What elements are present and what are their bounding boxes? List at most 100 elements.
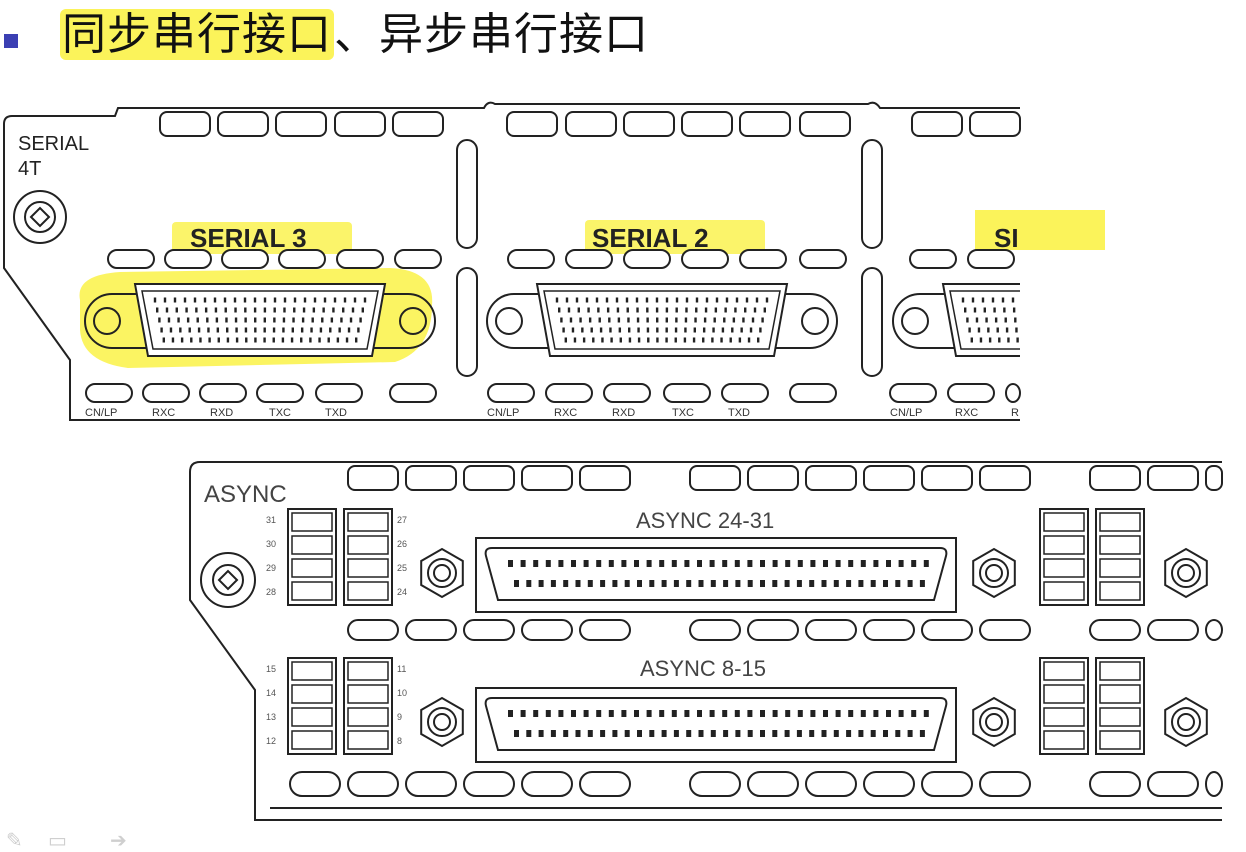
serial-top-slot [911,111,963,137]
connector-pin [747,337,751,343]
led-label-rxc-2: RXC [554,407,577,419]
serial-led-slot [603,383,651,403]
connector-pin [1033,308,1035,313]
connector-pin [1129,318,1131,323]
connector-pin [321,317,324,323]
connector-pin [1162,298,1164,303]
connector-pin [751,317,755,323]
connector-pin [1090,338,1092,343]
highlight-serial-3-label [172,222,352,254]
edit-icon[interactable]: ✎ [6,828,23,852]
serial-top-slot [506,111,558,137]
connector-pin [1145,338,1147,343]
connector-pin [1004,317,1007,323]
connector-pin [235,337,239,343]
led-label-txd: TXD [325,407,347,419]
connector-pin [703,317,707,323]
connector-pin [637,337,641,343]
connector-pin [342,307,345,313]
connector-pin [293,297,297,303]
title-bullet-icon [4,34,18,48]
connector-pin [345,337,349,343]
connector-pin [693,327,696,333]
connector-pin [724,307,727,313]
connector-pin [988,337,992,343]
connector-pin [1146,328,1148,333]
connector-hole [901,307,929,335]
connector-pin [993,307,996,313]
connector-pin [1025,328,1027,333]
connector-pin [1062,318,1064,323]
connector-pin [587,307,590,313]
connector-pin [983,307,986,313]
slide-nav-controls[interactable]: ✎ ▭ ➔ [0,828,160,852]
led-label-cnlp-2: CN/LP [487,407,519,419]
connector-pin [1024,318,1026,323]
connector-pin [966,317,969,323]
connector-pin [675,307,678,313]
connector-pin [765,297,769,303]
serial-divider-2b [861,267,883,377]
connector-pin [1053,338,1055,343]
connector-pin [185,307,188,313]
connector-pin [1062,298,1064,303]
connector-pin [263,297,267,303]
connector-pin [329,327,332,333]
connector-pin [695,307,698,313]
connector-pin [628,327,631,333]
connector-pin [1053,328,1055,333]
connector-pin [1126,338,1128,343]
connector-pin [610,337,613,343]
connector-pin [1071,338,1073,343]
connector-pin [353,297,357,303]
connector-pin [244,327,248,333]
serial-top-slot [799,111,851,137]
connector-pin [1109,328,1111,333]
connector-pin [628,337,632,343]
connector-pin [1092,298,1094,303]
connector-pin [636,317,640,323]
connector-pin [1090,328,1092,333]
connector-pin [1062,308,1064,313]
connector-pin [197,327,201,333]
connector-pin [592,337,595,343]
connector-pin [684,327,687,333]
connector-pin [1165,328,1167,333]
connector-body [535,283,789,357]
connector-pin [973,307,977,313]
connector-pin [729,337,732,343]
title-highlight: 同步串行接口 [60,9,334,60]
connector-pin [597,307,600,313]
serial-top-slot [681,111,733,137]
connector-pin [579,317,582,323]
connector-pin [961,297,965,303]
connector-pin [702,337,705,343]
serial-top-slot [739,111,791,137]
led-label-txc: TXC [269,407,291,419]
connector-pin [1132,298,1134,303]
connector-pin [712,327,715,333]
connector-pin [1072,308,1074,313]
connector-pin [1148,318,1150,323]
connector-pin [153,297,157,303]
connector-pin [555,297,559,303]
serial-led-slot [663,383,711,403]
connector-inner [141,290,379,350]
connector-pin [1156,328,1158,333]
connector-hole [1208,308,1234,334]
led-label-rxd: RXD [210,407,233,419]
serial-led-slot [565,249,613,269]
highlight-serial-2-label [585,220,765,254]
slide-icon[interactable]: ▭ [48,828,67,852]
connector-pin [761,317,764,323]
connector-pin [749,327,753,333]
connector-pin [1072,318,1074,323]
connector-pin [1007,337,1010,343]
connector-pin [1112,298,1114,303]
connector-pin [1032,298,1034,303]
serial-led-slot [789,383,837,403]
connector-pin [616,307,620,313]
connector-pin [190,337,193,343]
connector-pin [1160,308,1162,313]
next-arrow-icon[interactable]: ➔ [110,828,127,852]
